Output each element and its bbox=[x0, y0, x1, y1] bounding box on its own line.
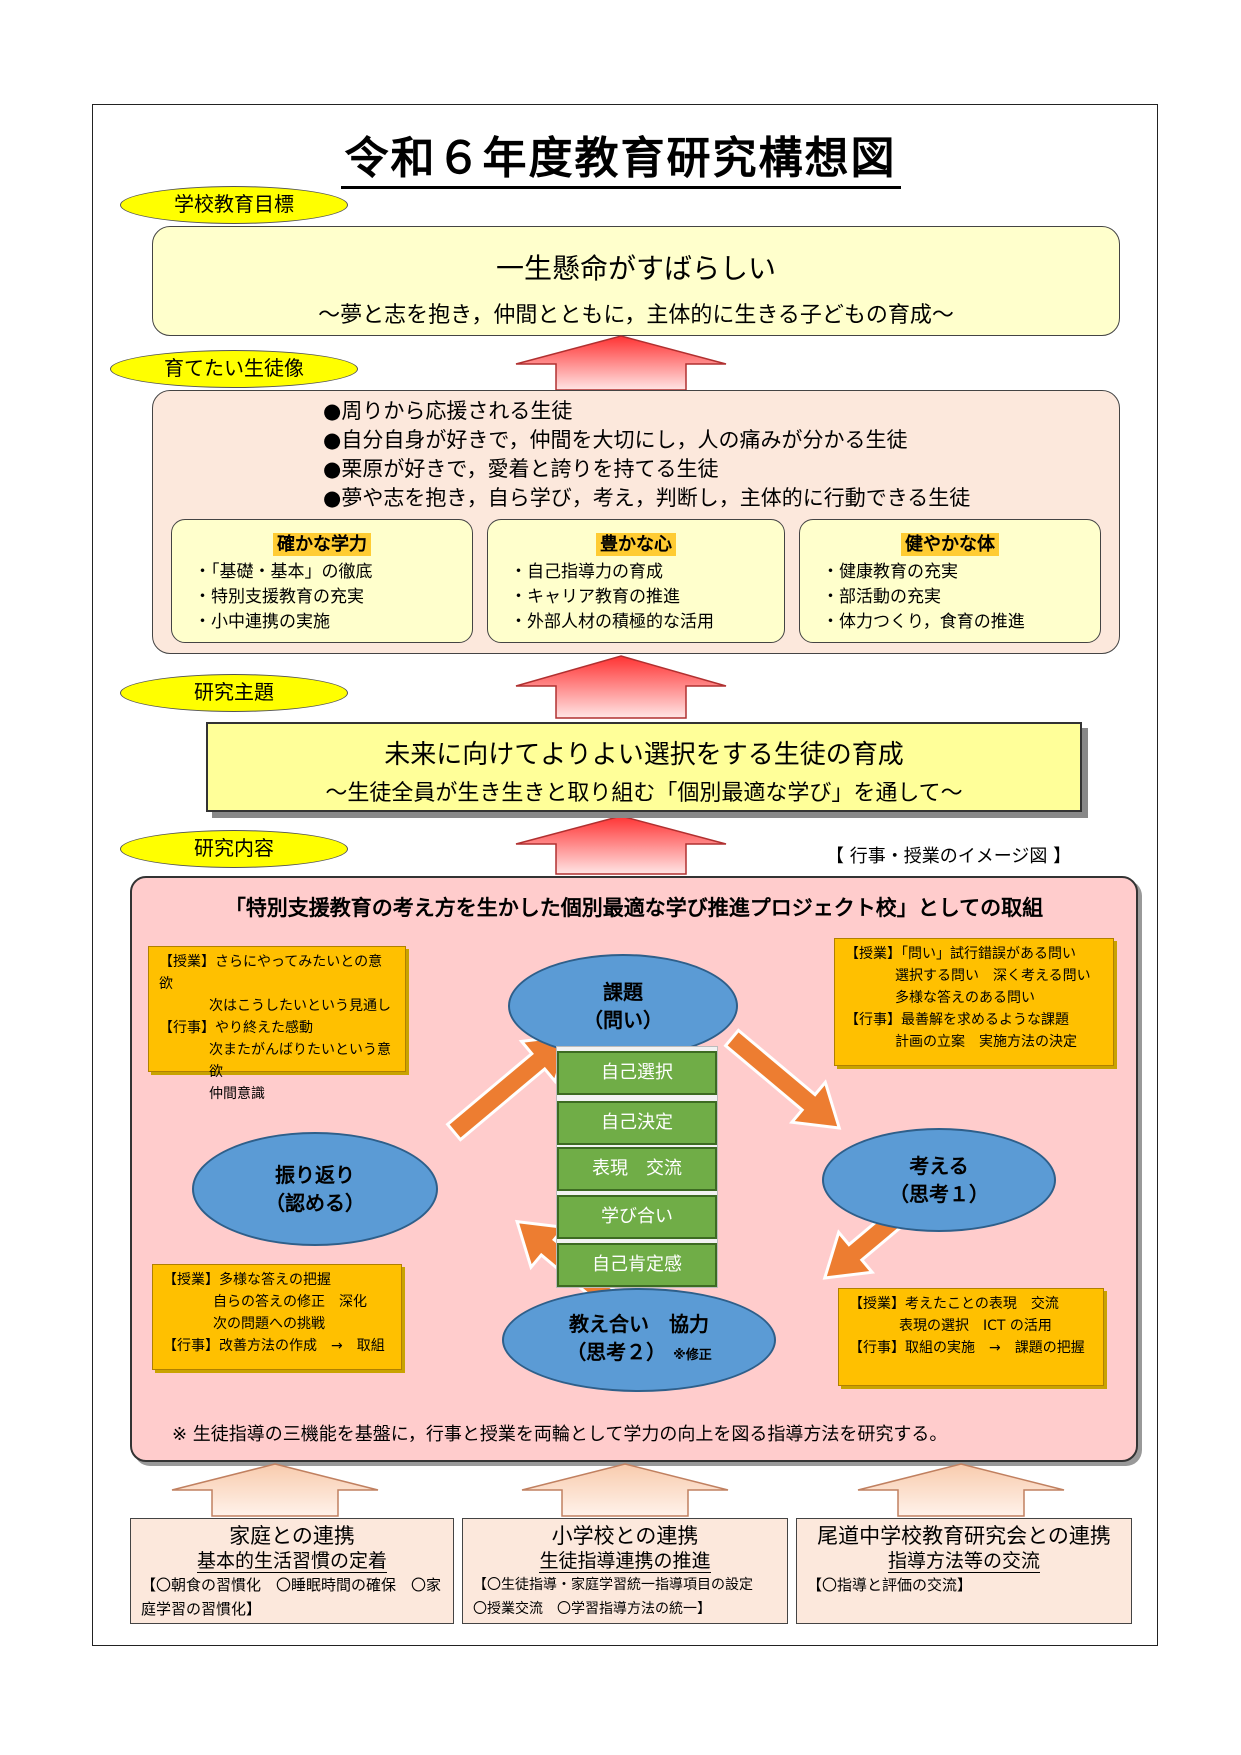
cycle-node-note: ※修正 bbox=[673, 1348, 712, 1363]
partner-elementary: 小学校との連携 生徒指導連携の推進 【〇生徒指導・家庭学習統一指導項目の設定 〇… bbox=[462, 1518, 788, 1624]
pillar-item: ・小中連携の実施 bbox=[194, 612, 330, 632]
label-research-content: 研究内容 bbox=[120, 830, 348, 868]
partner-subtitle: 基本的生活習慣の定着 bbox=[196, 1550, 387, 1573]
callout-line: 計画の立案 実施方法の決定 bbox=[895, 1034, 1077, 1050]
callout-line: 次の問題への挑戦 bbox=[213, 1316, 325, 1332]
cycle-node-text: （思考２） bbox=[566, 1340, 667, 1364]
up-arrow-1 bbox=[515, 335, 727, 391]
pillar-item: ・キャリア教育の推進 bbox=[510, 587, 680, 607]
callout-top-right: 【授業】「問い」試行錯誤がある問い 選択する問い 深く考える問い 多様な答えのあ… bbox=[834, 938, 1114, 1066]
pillar-item: ・外部人材の積極的な活用 bbox=[510, 612, 714, 632]
ideal-student-list: ●周りから応援される生徒 ●自分自身が好きで，仲間を大切にし，人の痛みが分かる生… bbox=[323, 397, 970, 513]
callout-bottom-right: 【授業】考えたことの表現 交流 表現の選択 ICT の活用 【行事】取組の実施 … bbox=[838, 1288, 1104, 1386]
school-goal-sub: ～夢と志を抱き，仲間とともに，主体的に生きる子どもの育成～ bbox=[318, 303, 954, 328]
callout-bottom-left: 【授業】多様な答えの把握 自らの答えの修正 深化 次の問題への挑戦 【行事】改善… bbox=[152, 1264, 402, 1370]
cycle-node-reflect: 振り返り （認める） bbox=[192, 1132, 438, 1246]
callout-line: 【授業】考えたことの表現 交流 bbox=[849, 1296, 1059, 1312]
ideal-student-item: ●栗原が好きで，愛着と誇りを持てる生徒 bbox=[323, 457, 719, 481]
partner-detail: 【〇生徒指導・家庭学習統一指導項目の設定 〇授業交流 〇学習指導方法の統一】 bbox=[473, 1577, 767, 1617]
cycle-node-text: 振り返り bbox=[275, 1163, 355, 1187]
pillar-item: ・健康教育の充実 bbox=[822, 562, 958, 582]
pillar-title: 豊かな心 bbox=[596, 533, 676, 556]
pillar-title: 健やかな体 bbox=[901, 533, 999, 556]
center-item: 表現 交流 bbox=[557, 1147, 717, 1191]
pillar-item: ・体力つくり，食育の推進 bbox=[822, 612, 1025, 632]
callout-line: 【行事】改善方法の作成 → 取組 bbox=[163, 1338, 385, 1354]
center-item: 学び合い bbox=[557, 1195, 717, 1239]
research-theme-box: 未来に向けてよりよい選択をする生徒の育成 ～生徒全員が生き生きと取り組む「個別最… bbox=[206, 722, 1082, 812]
research-theme-main: 未来に向けてよりよい選択をする生徒の育成 bbox=[384, 740, 904, 770]
cycle-node-task: 課題 （問い） bbox=[508, 954, 738, 1058]
partner-arrow-1 bbox=[171, 1463, 379, 1517]
pillar-item: ・部活動の充実 bbox=[822, 587, 941, 607]
partner-arrow-3 bbox=[857, 1463, 1065, 1517]
pillar-item: ・特別支援教育の充実 bbox=[194, 587, 364, 607]
pillar-body: 健やかな体 ・健康教育の充実 ・部活動の充実 ・体力つくり，食育の推進 bbox=[799, 519, 1101, 643]
project-panel: 「特別支援教育の考え方を生かした個別最適な学び推進プロジェクト校」としての取組 … bbox=[130, 876, 1138, 1462]
cycle-node-text: （認める） bbox=[265, 1191, 365, 1215]
partner-detail: 【〇朝食の習慣化 〇睡眠時間の確保 〇家庭学習の習慣化】 bbox=[141, 1576, 442, 1618]
cycle-node-text: （思考１） bbox=[889, 1182, 989, 1206]
callout-top-left: 【授業】さらにやってみたいとの意欲 次はこうしたいという見通し 【行事】やり終え… bbox=[148, 946, 406, 1102]
center-item: 自己決定 bbox=[557, 1101, 717, 1145]
pillar-item: ・自己指導力の育成 bbox=[510, 562, 663, 582]
research-theme-sub: ～生徒全員が生き生きと取り組む「個別最適な学び」を通して～ bbox=[325, 781, 963, 806]
ideal-student-item: ●周りから応援される生徒 bbox=[323, 399, 573, 423]
callout-line: 【授業】「問い」試行錯誤がある問い bbox=[845, 946, 1076, 962]
callout-line: 多様な答えのある問い bbox=[895, 990, 1035, 1006]
partner-title: 尾道中学校教育研究会との連携 bbox=[817, 1524, 1111, 1548]
callout-line: 【行事】やり終えた感動 bbox=[159, 1020, 313, 1036]
partner-detail: 【〇指導と評価の交流】 bbox=[807, 1576, 973, 1594]
partner-subtitle: 生徒指導連携の推進 bbox=[539, 1550, 711, 1573]
pillar-heart: 豊かな心 ・自己指導力の育成 ・キャリア教育の推進 ・外部人材の積極的な活用 bbox=[487, 519, 785, 643]
center-item: 自己選択 bbox=[557, 1051, 717, 1095]
cycle-node-text: 課題 bbox=[603, 980, 643, 1004]
school-goal-box: 一生懸命がすばらしい ～夢と志を抱き，仲間とともに，主体的に生きる子どもの育成～ bbox=[152, 226, 1120, 336]
callout-line: 次はこうしたいという見通し bbox=[209, 998, 391, 1014]
ideal-student-item: ●自分自身が好きで，仲間を大切にし，人の痛みが分かる生徒 bbox=[323, 428, 908, 452]
label-research-theme: 研究主題 bbox=[120, 674, 348, 712]
partner-onomichi: 尾道中学校教育研究会との連携 指導方法等の交流 【〇指導と評価の交流】 bbox=[796, 1518, 1132, 1624]
pillar-item: ・「基礎・基本」の徹底 bbox=[194, 562, 373, 582]
pillar-academic: 確かな学力 ・「基礎・基本」の徹底 ・特別支援教育の充実 ・小中連携の実施 bbox=[171, 519, 473, 643]
partner-home: 家庭との連携 基本的生活習慣の定着 【〇朝食の習慣化 〇睡眠時間の確保 〇家庭学… bbox=[130, 1518, 454, 1624]
school-goal-main: 一生懸命がすばらしい bbox=[495, 252, 776, 285]
cycle-node-collaborate: 教え合い 協力 （思考２） ※修正 bbox=[502, 1288, 776, 1392]
label-school-goal: 学校教育目標 bbox=[120, 186, 348, 224]
cycle-node-text: 考える bbox=[909, 1154, 969, 1178]
partner-title: 家庭との連携 bbox=[229, 1524, 355, 1548]
ideal-student-item: ●夢や志を抱き，自ら学び，考え，判断し，主体的に行動できる生徒 bbox=[323, 486, 971, 510]
cycle-node-text: （問い） bbox=[583, 1008, 663, 1032]
partner-arrow-2 bbox=[521, 1463, 729, 1517]
image-caption: 【 行事・授業のイメージ図 】 bbox=[826, 846, 1072, 867]
cycle-arrow-down-right bbox=[723, 1028, 842, 1130]
page-title: 令和６年度教育研究構想図 bbox=[0, 122, 1241, 189]
up-arrow-3 bbox=[515, 815, 727, 875]
ideal-student-box: ●周りから応援される生徒 ●自分自身が好きで，仲間を大切にし，人の痛みが分かる生… bbox=[152, 390, 1120, 654]
center-stack: 自己選択 自己決定 表現 交流 学び合い 自己肯定感 bbox=[556, 1046, 718, 1288]
outer-frame bbox=[92, 104, 1158, 1646]
callout-line: 仲間意識 bbox=[209, 1086, 265, 1102]
center-item: 自己肯定感 bbox=[557, 1243, 717, 1287]
cycle-node-think: 考える （思考１） bbox=[822, 1128, 1056, 1232]
pillar-title: 確かな学力 bbox=[273, 533, 371, 556]
project-title: 「特別支援教育の考え方を生かした個別最適な学び推進プロジェクト校」としての取組 bbox=[224, 896, 1044, 920]
up-arrow-2 bbox=[515, 655, 727, 719]
project-note: ※ 生徒指導の三機能を基盤に，行事と授業を両輪として学力の向上を図る指導方法を研… bbox=[172, 1424, 948, 1445]
callout-line: 【授業】さらにやってみたいとの意欲 bbox=[159, 954, 383, 992]
partner-subtitle: 指導方法等の交流 bbox=[887, 1550, 1040, 1573]
callout-line: 選択する問い 深く考える問い bbox=[895, 968, 1091, 984]
callout-line: 【行事】最善解を求めるような課題 bbox=[845, 1012, 1069, 1028]
callout-line: 自らの答えの修正 深化 bbox=[213, 1294, 367, 1310]
callout-line: 表現の選択 ICT の活用 bbox=[899, 1318, 1052, 1334]
label-ideal-student: 育てたい生徒像 bbox=[110, 350, 358, 388]
callout-line: 【授業】多様な答えの把握 bbox=[163, 1272, 331, 1288]
cycle-node-text: 教え合い 協力 bbox=[569, 1312, 709, 1336]
callout-line: 次またがんばりたいという意欲 bbox=[209, 1042, 391, 1080]
partner-title: 小学校との連携 bbox=[551, 1524, 699, 1548]
callout-line: 【行事】取組の実施 → 課題の把握 bbox=[849, 1340, 1085, 1356]
